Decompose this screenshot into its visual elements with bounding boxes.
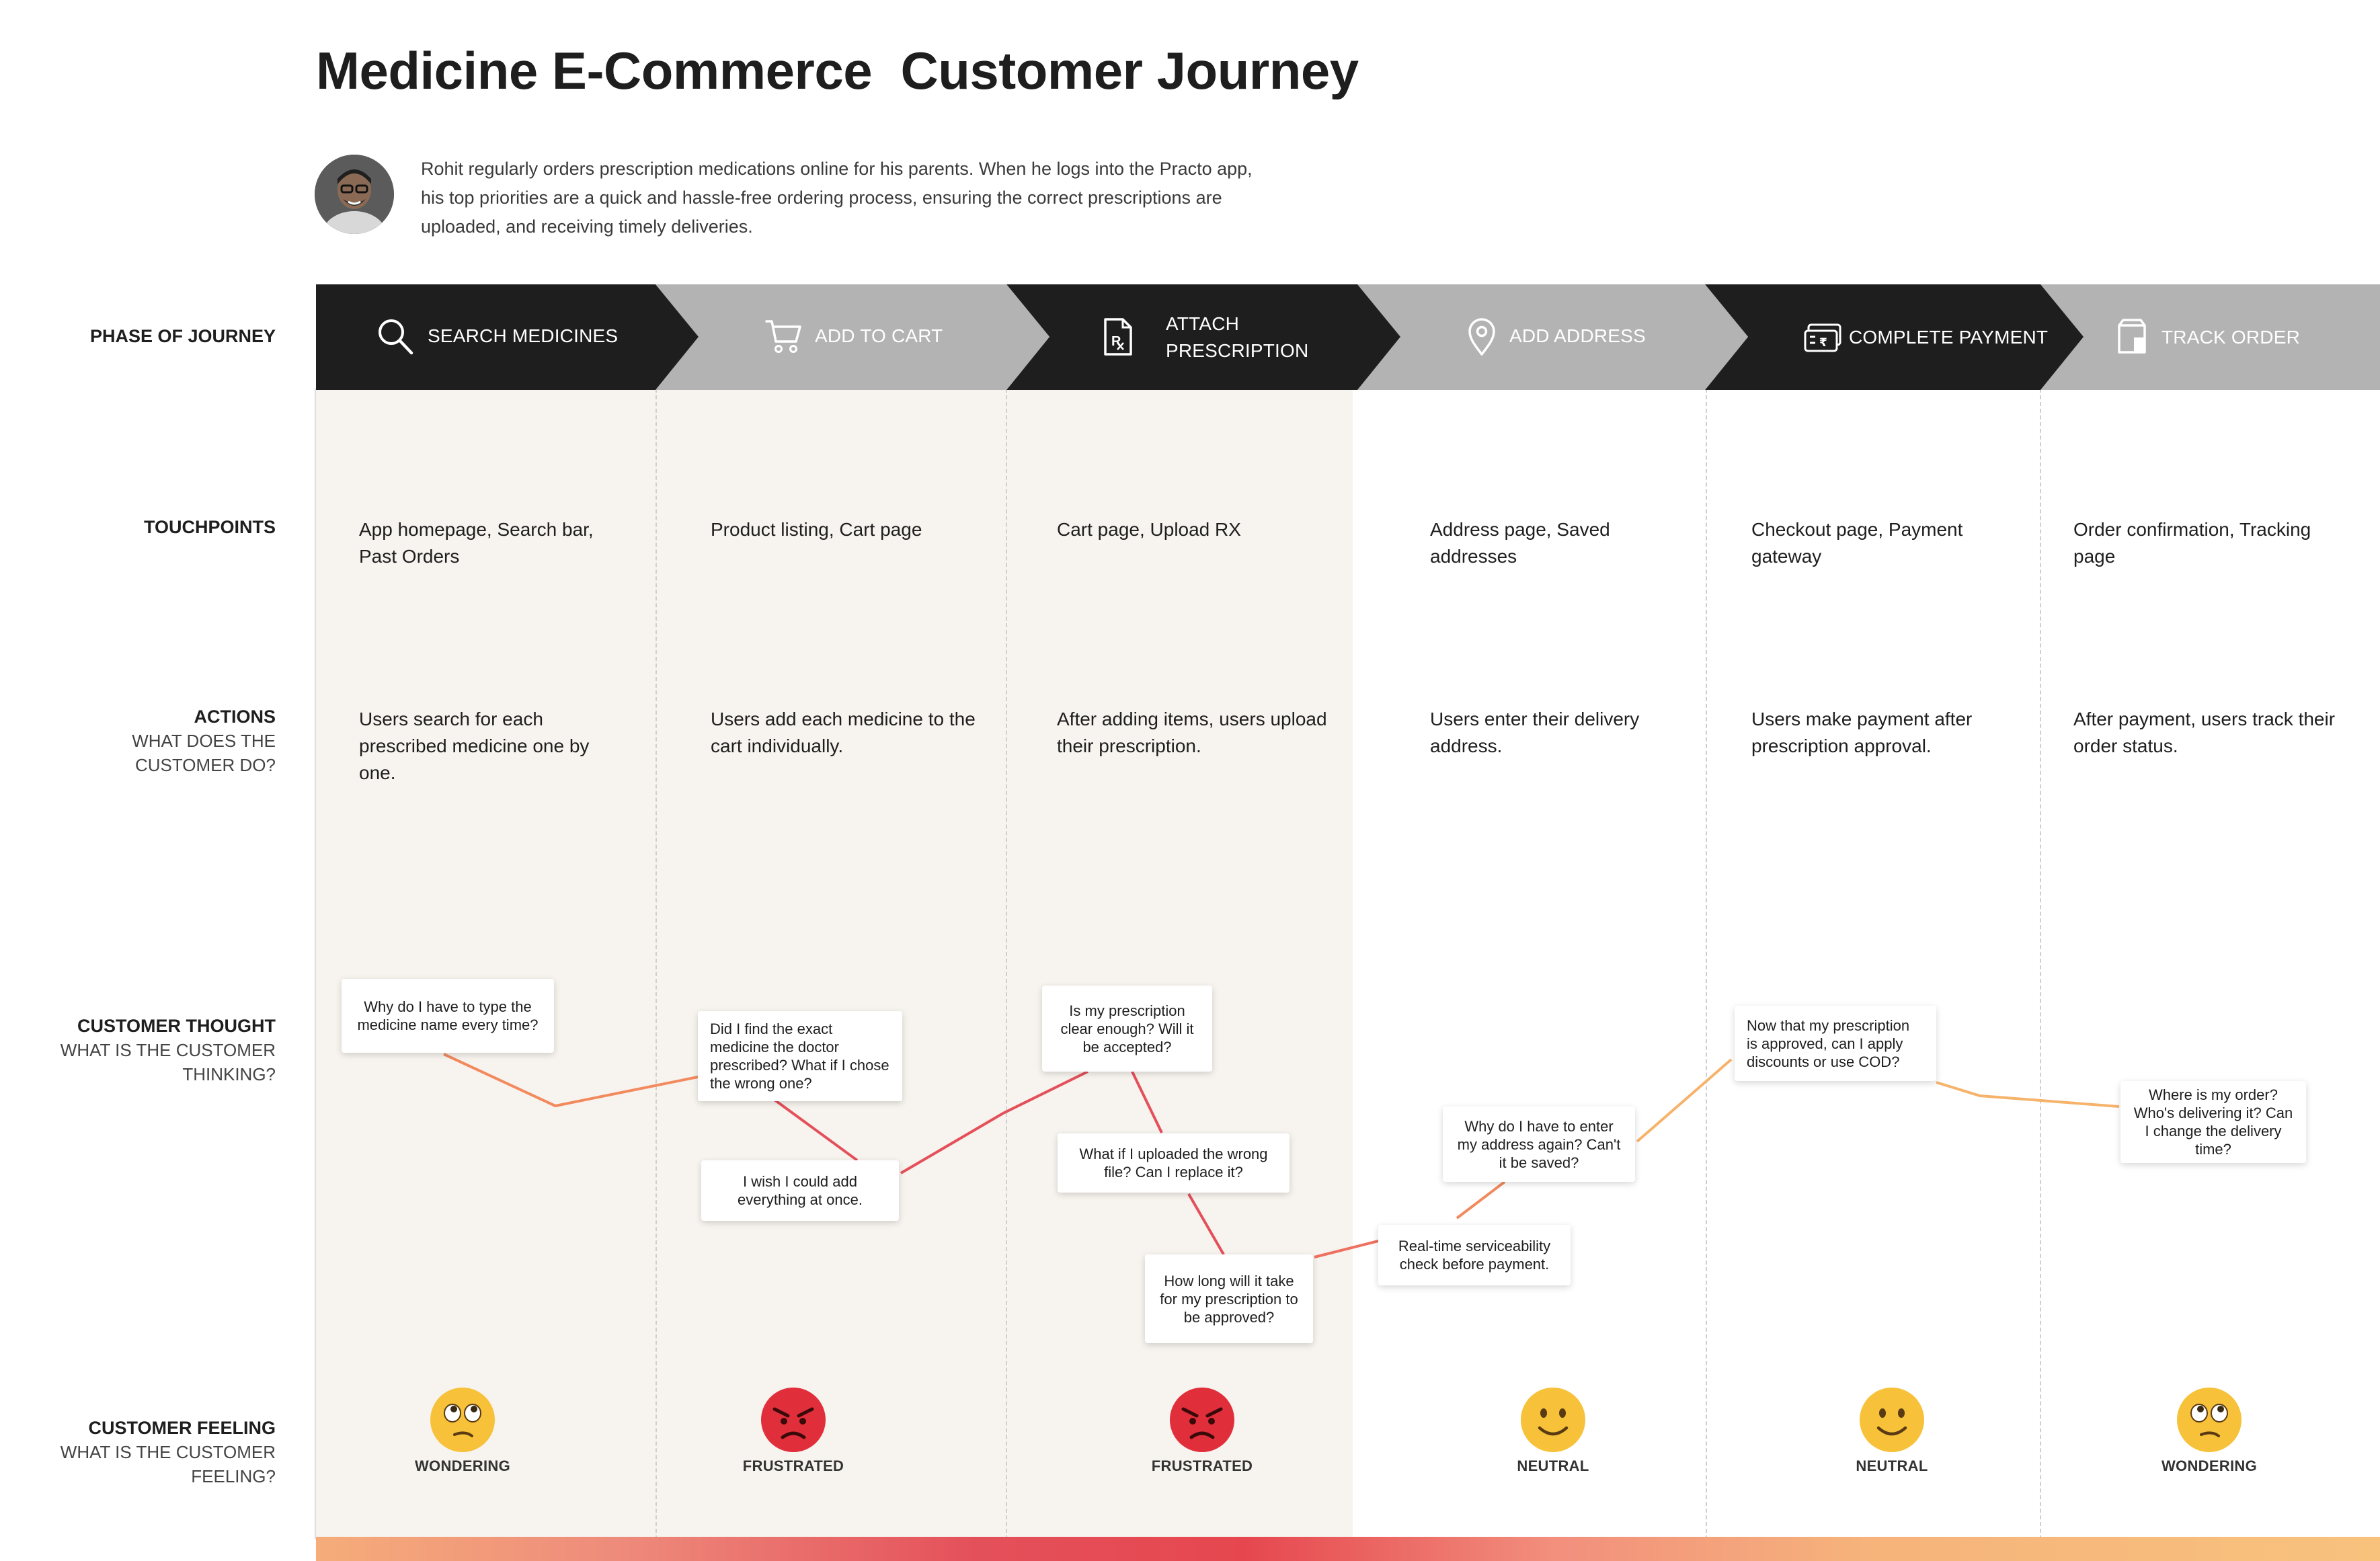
row-label-actions-sub2: CUSTOMER DO?	[135, 755, 276, 775]
svg-text:₹: ₹	[1819, 336, 1827, 350]
thought-card-2: Did I find the exact medicine the doctor…	[698, 1011, 902, 1101]
row-label-feeling-sub2: FEELING?	[191, 1466, 276, 1486]
feeling-label-1: WONDERING	[414, 1457, 511, 1474]
thought-card-1: Why do I have to type the medicine name …	[342, 979, 554, 1053]
row-label-feeling: CUSTOMER FEELING WHAT IS THE CUSTOMER FE…	[40, 1416, 276, 1488]
journey-line-segment	[1936, 1081, 2120, 1108]
column-band-3	[1037, 389, 1353, 1539]
search-icon	[379, 319, 413, 355]
phase-track-order[interactable]: TRACK ORDER	[2161, 327, 2300, 348]
phase-add-to-cart-bg	[656, 284, 1049, 390]
emotion-gradient-bar	[316, 1537, 2380, 1561]
row-label-touchpoints: TOUCHPOINTS	[40, 515, 276, 539]
phase-attach-prescription-line2: PRESCRIPTION	[1166, 340, 1309, 361]
cart-icon	[765, 320, 801, 353]
touchpoint-6: Order confirmation, Tracking page	[2073, 519, 2311, 567]
phase-search-medicines-bg	[316, 284, 699, 390]
touchpoint-1: App homepage, Search bar, Past Orders	[359, 519, 594, 567]
feeling-label-2: FRUSTRATED	[742, 1457, 844, 1474]
row-label-actions-sub1: WHAT DOES THE	[132, 731, 276, 751]
action-6: After payment, users track their order s…	[2073, 709, 2336, 756]
persona-description: Rohit regularly orders prescription medi…	[421, 159, 1253, 237]
action-1: Users search for each prescribed medicin…	[359, 709, 590, 783]
grid-left-border	[315, 389, 316, 1539]
row-label-thought: CUSTOMER THOUGHT WHAT IS THE CUSTOMER TH…	[40, 1014, 276, 1086]
journey-line-segment	[773, 1098, 859, 1162]
row-label-phase: PHASE OF JOURNEY	[40, 324, 276, 348]
journey-line-segment	[1636, 1058, 1733, 1143]
phase-search-medicines[interactable]: SEARCH MEDICINES	[428, 325, 619, 346]
column-divider	[656, 389, 657, 1539]
feeling-label-6: WONDERING	[2161, 1457, 2258, 1474]
location-pin-icon	[1468, 318, 1495, 356]
touchpoint-4: Address page, Saved addresses	[1430, 519, 1610, 567]
phase-attach-prescription[interactable]: ATTACH PRESCRIPTION	[1166, 311, 1308, 364]
touchpoint-2: Product listing, Cart page	[711, 519, 922, 540]
journey-line-segment	[1187, 1193, 1225, 1256]
row-label-actions-title: ACTIONS	[194, 707, 276, 727]
prescription-icon: R	[1104, 318, 1132, 356]
column-divider	[1006, 389, 1007, 1539]
wondering-face-icon	[2177, 1388, 2242, 1452]
column-band-1	[316, 389, 680, 1539]
journey-line-segment	[443, 1053, 699, 1108]
thought-card-10: Where is my order? Who's delivering it? …	[2120, 1081, 2306, 1163]
feeling-label-4: NEUTRAL	[1517, 1457, 1589, 1474]
package-icon	[2118, 319, 2146, 354]
phase-bar	[316, 284, 2380, 390]
thought-card-9: Now that my prescription is approved, ca…	[1735, 1006, 1936, 1081]
thought-card-6: How long will it take for my prescriptio…	[1145, 1254, 1313, 1343]
column-divider	[1706, 389, 1707, 1539]
column-divider	[2040, 389, 2041, 1539]
column-band-2	[680, 389, 1037, 1539]
angry-face-icon	[1170, 1388, 1234, 1452]
row-label-thought-sub2: THINKING?	[182, 1064, 276, 1084]
avatar-portrait-icon	[315, 155, 394, 234]
touchpoint-3: Cart page, Upload RX	[1057, 519, 1241, 540]
phase-add-address-bg	[1357, 284, 1748, 390]
phase-complete-payment-bg	[1705, 284, 2084, 390]
action-4: Users enter their delivery address.	[1430, 709, 1640, 756]
action-2: Users add each medicine to the cart indi…	[711, 709, 976, 756]
smiling-face-icon	[1521, 1388, 1585, 1452]
smiling-face-icon	[1860, 1388, 1924, 1452]
wondering-face-icon	[430, 1388, 495, 1452]
journey-line-segment	[900, 1070, 1088, 1174]
persona-avatar	[315, 155, 394, 234]
row-label-feeling-sub1: WHAT IS THE CUSTOMER	[60, 1442, 276, 1462]
thought-card-3: I wish I could add everything at once.	[701, 1160, 899, 1221]
feeling-label-5: NEUTRAL	[1856, 1457, 1928, 1474]
phase-add-address[interactable]: ADD ADDRESS	[1509, 325, 1646, 346]
thought-card-5: What if I uploaded the wrong file? Can I…	[1058, 1133, 1290, 1193]
action-3: After adding items, users upload their p…	[1057, 709, 1327, 756]
thought-card-8: Why do I have to enter my address again?…	[1443, 1107, 1635, 1182]
thought-card-4: Is my prescription clear enough? Will it…	[1042, 986, 1212, 1072]
phase-attach-prescription-line1: ATTACH	[1166, 313, 1240, 334]
journey-line-segment	[1314, 1240, 1379, 1258]
thought-card-7: Real-time serviceability check before pa…	[1378, 1225, 1571, 1285]
angry-face-icon	[761, 1388, 826, 1452]
action-5: Users make payment after prescription ap…	[1751, 709, 1973, 756]
row-label-thought-sub1: WHAT IS THE CUSTOMER	[60, 1040, 276, 1060]
row-label-actions: ACTIONS WHAT DOES THE CUSTOMER DO?	[40, 705, 276, 777]
phase-add-to-cart[interactable]: ADD TO CART	[815, 325, 943, 346]
row-label-thought-title: CUSTOMER THOUGHT	[77, 1016, 276, 1036]
page-title: Medicine E-Commerce Customer Journey	[316, 41, 1359, 100]
journey-line-segment	[1456, 1180, 1506, 1219]
payment-card-icon: ₹	[1804, 323, 1841, 352]
journey-line-segment	[1131, 1071, 1163, 1133]
row-label-touchpoints-title: TOUCHPOINTS	[143, 517, 276, 537]
phase-complete-payment[interactable]: COMPLETE PAYMENT	[1849, 327, 2049, 348]
touchpoint-5: Checkout page, Payment gateway	[1751, 519, 1963, 567]
row-label-phase-title: PHASE OF JOURNEY	[89, 326, 276, 346]
feeling-label-3: FRUSTRATED	[1151, 1457, 1253, 1474]
row-label-feeling-title: CUSTOMER FEELING	[88, 1418, 276, 1438]
phase-attach-prescription-bg	[1006, 284, 1400, 390]
